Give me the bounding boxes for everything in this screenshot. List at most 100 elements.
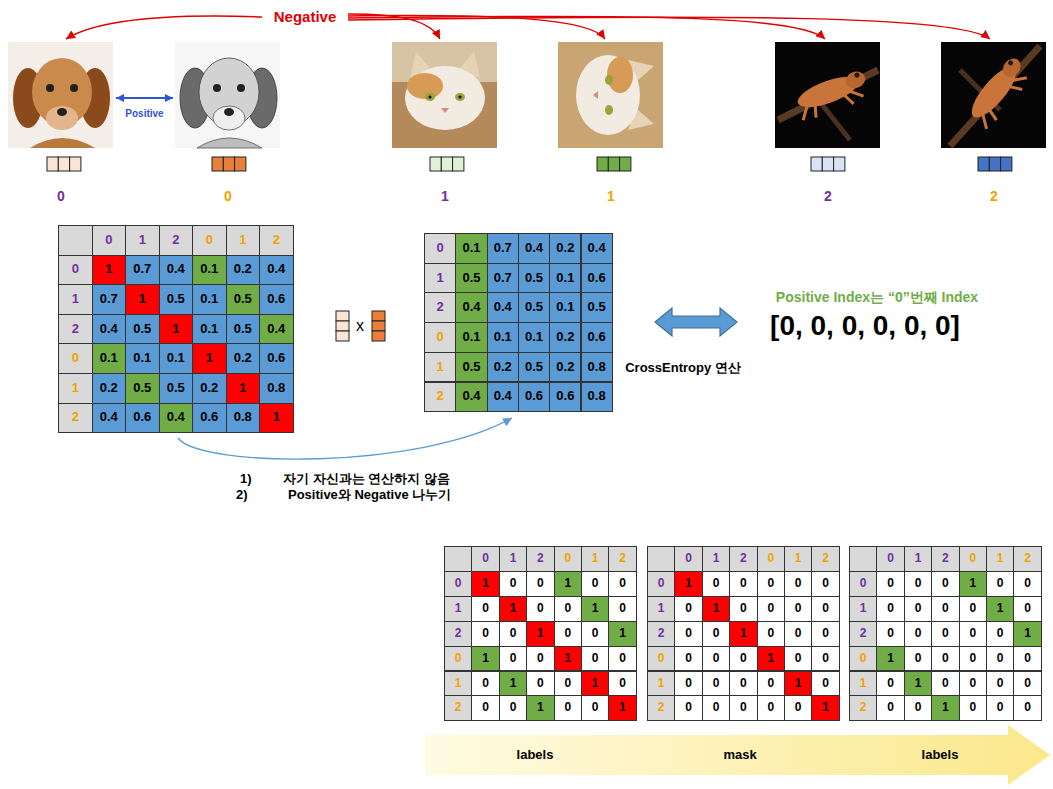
embedding-vectors: [47, 157, 58, 171]
matrix-cell: 0: [581, 571, 609, 597]
matrix-cell: 0: [757, 695, 785, 721]
matrix-cell: 0: [757, 621, 785, 647]
column-header: 0: [876, 546, 904, 572]
target-list: [0, 0, 0, 0, 0, 0]: [770, 310, 960, 342]
matrix-cell: 0.5: [125, 373, 160, 404]
row-header: 2: [849, 695, 877, 721]
matrix-cell: 0: [959, 695, 987, 721]
dog-sketch: [213, 106, 245, 130]
column-header: 1: [784, 546, 812, 572]
matrix-cell: 0.1: [159, 343, 194, 374]
matrix-cell: 1: [608, 621, 636, 647]
rotated-cat-photo: [576, 55, 640, 135]
dog-sketch: [224, 108, 234, 116]
matrix-cell: 0.1: [518, 322, 550, 353]
matrix-cell: 0: [608, 596, 636, 622]
rotated-cat-photo: [593, 91, 598, 99]
matrix-cell: 0: [876, 671, 904, 697]
multiply-vectors: [372, 331, 385, 341]
multiply-vectors: [372, 311, 385, 341]
matrix-cell: 0: [986, 571, 1014, 597]
dog-photo: [46, 106, 78, 130]
matrix-cell: 0.5: [455, 263, 487, 294]
matrix-cell: 0.6: [259, 343, 294, 374]
column-header: 1: [125, 225, 160, 256]
image-column: 1: [392, 42, 498, 204]
row-header: 2: [424, 382, 456, 413]
matrix-cell: 0.4: [455, 382, 487, 413]
negative-arrows: [66, 16, 262, 39]
rotated-cat-photo: [558, 42, 663, 148]
image-column: 1: [558, 42, 664, 204]
frog-photo: [999, 55, 1024, 81]
matrix-cell: 0: [784, 596, 812, 622]
row-header: 2: [444, 695, 472, 721]
matrix-cell: 1: [92, 255, 127, 286]
negative-arrows: [348, 16, 825, 39]
embedding-vectors: [223, 157, 234, 171]
class-index: 0: [8, 188, 114, 204]
matrix-cell: 0: [581, 695, 609, 721]
matrix-cell: 0: [757, 671, 785, 697]
matrix-cell: 0.4: [518, 233, 550, 264]
matrix-cell: 0: [674, 695, 702, 721]
matrix-cell: 0: [959, 621, 987, 647]
matrix-cell: 0: [581, 621, 609, 647]
frog-photo: [820, 102, 850, 140]
matrix-cell: 0.5: [226, 284, 261, 315]
dog-sketch: [197, 138, 262, 148]
row-header: 1: [444, 596, 472, 622]
image-column: 0: [175, 42, 281, 204]
matrix-cell: 0: [499, 571, 527, 597]
matrix-cell: 0.1: [455, 322, 487, 353]
matrix-cell: 0.8: [259, 373, 294, 404]
matrix-cell: 0.4: [455, 292, 487, 323]
matrix-cell: 1: [757, 646, 785, 672]
matrix-cell: 0: [904, 596, 932, 622]
matrix-cell: 0: [674, 596, 702, 622]
multiply-vectors: [336, 311, 349, 321]
dog-photo: [32, 58, 92, 126]
multiply-sign: x: [356, 317, 364, 335]
dog-sketch: [213, 84, 221, 92]
matrix-cell: 1: [192, 343, 227, 374]
matrix-cell: 0: [674, 646, 702, 672]
matrix-cell: 1: [125, 284, 160, 315]
matrix-cell: 0: [554, 695, 582, 721]
matrix-cell: 0.5: [455, 352, 487, 383]
row-header: 0: [647, 646, 675, 672]
matrix-cell: 0.5: [518, 263, 550, 294]
dog-photo: [46, 84, 54, 92]
matrix-cell: 0: [608, 571, 636, 597]
matrix-cell: 0: [674, 621, 702, 647]
embedding-vectors: [47, 157, 1012, 171]
matrix-cell: 0.4: [487, 292, 519, 323]
cat-photo: [425, 93, 435, 101]
multiply-vectors: [372, 321, 385, 331]
matrix-cell: 0: [608, 671, 636, 697]
matrix-cell: 0: [554, 596, 582, 622]
matrix-cell: 1: [259, 403, 294, 434]
frog-photo: [976, 70, 1030, 130]
stage-label: labels: [922, 748, 959, 763]
stage-label: mask: [723, 748, 756, 763]
table-corner: [647, 546, 675, 572]
class-index: 1: [392, 188, 498, 204]
matrix-cell: 0.2: [92, 373, 127, 404]
matrix-cell: 0.8: [226, 403, 261, 434]
matrix-cell: 0.1: [192, 255, 227, 286]
matrix-cell: 0: [959, 671, 987, 697]
matrix-cell: 0.5: [125, 314, 160, 345]
image-column: 2: [941, 42, 1047, 204]
row-header: 0: [58, 255, 93, 286]
matrix-cell: 0.4: [487, 382, 519, 413]
row-header: 2: [647, 695, 675, 721]
matrix-cell: 0: [811, 646, 839, 672]
frog-photo: [964, 54, 1035, 130]
embedding-vectors: [978, 157, 989, 171]
matrix-cell: 0: [471, 621, 499, 647]
row-header: 2: [58, 403, 93, 434]
matrix-cell: 0.6: [581, 322, 613, 353]
embedding-vectors: [453, 157, 464, 171]
matrix-cell: 0.4: [259, 314, 294, 345]
